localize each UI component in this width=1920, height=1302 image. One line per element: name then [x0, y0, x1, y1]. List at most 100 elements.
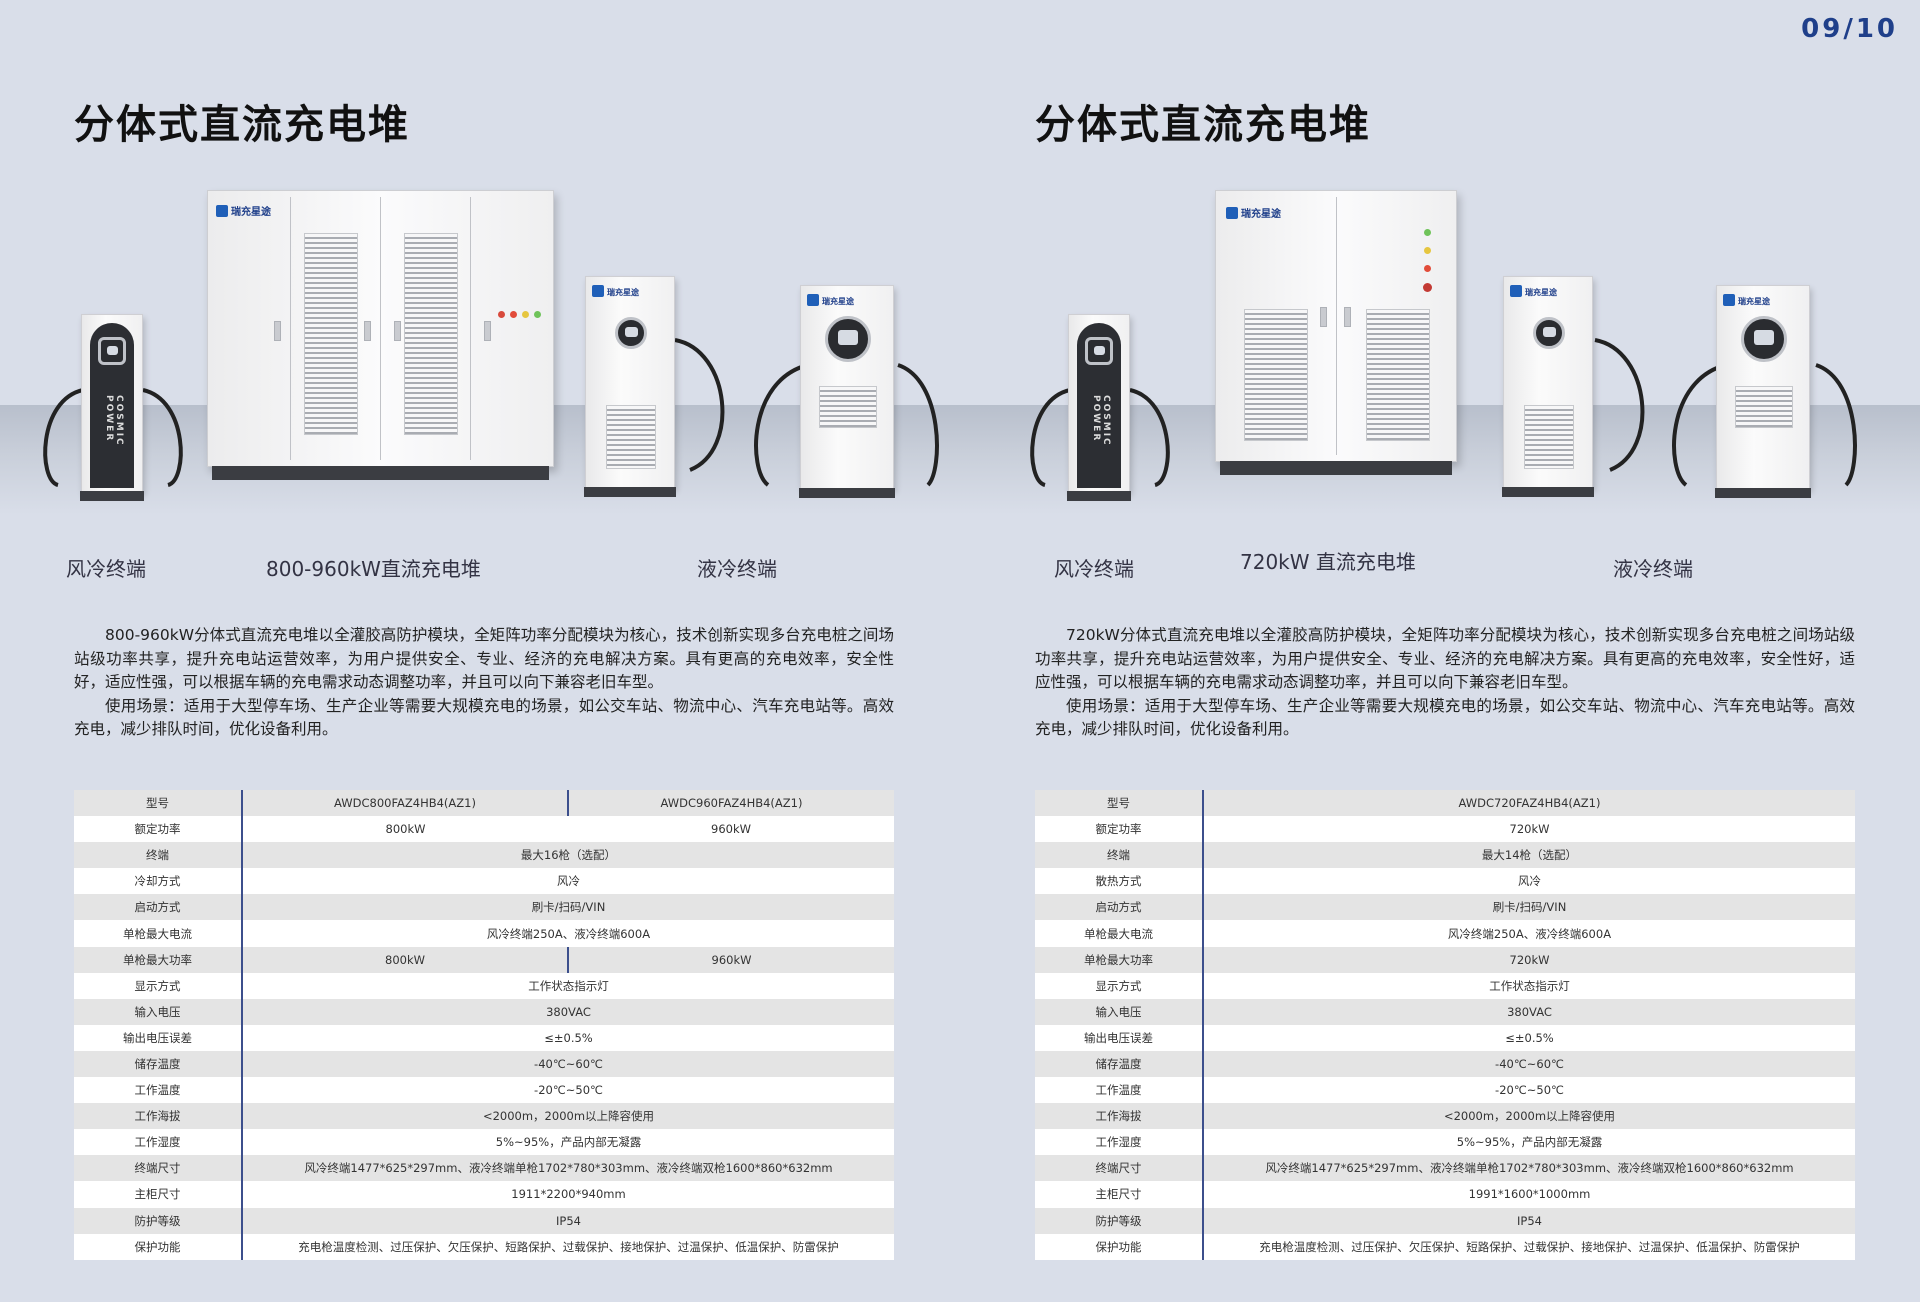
cell-value: 720kW	[1203, 946, 1855, 973]
charging-cable-icon	[754, 363, 939, 487]
row-label: 储存温度	[74, 1050, 243, 1078]
spec-table: 型号 AWDC800FAZ4HB4(AZ1) AWDC960FAZ4HB4(AZ…	[74, 790, 894, 1260]
row-label: 输入电压	[1035, 998, 1204, 1025]
table-row: 启动方式刷卡/扫码/VIN	[1035, 894, 1855, 921]
row-label: 启动方式	[1035, 894, 1204, 921]
liquid-cooled-terminal: 瑞充星途	[1715, 285, 1811, 498]
cell-value: ≤±0.5%	[1203, 1024, 1855, 1051]
cell-value: -40℃~60℃	[242, 1050, 894, 1078]
table-row: 工作湿度 5%~95%，产品内部无凝露	[74, 1129, 894, 1156]
indicator-light-icon	[1424, 265, 1431, 272]
table-row: 显示方式工作状态指示灯	[1035, 972, 1855, 999]
air-cooled-terminal: COSMIC POWER	[80, 314, 144, 501]
cell-value: 1991*1600*1000mm	[1203, 1181, 1855, 1208]
table-row: 单枪最大功率 800kW 960kW	[74, 946, 894, 973]
row-label: 主柜尺寸	[74, 1181, 243, 1208]
row-label: 保护功能	[74, 1233, 243, 1260]
cell-value: 工作状态指示灯	[1203, 972, 1855, 999]
charging-stack-cabinet: 瑞充星途	[207, 190, 554, 480]
row-label: 工作湿度	[74, 1129, 243, 1156]
table-row: 防护等级 IP54	[74, 1207, 894, 1234]
indicator-light-icon	[1424, 229, 1431, 236]
cell-value: 720kW	[1203, 816, 1855, 843]
cell-value: AWDC960FAZ4HB4(AZ1)	[568, 790, 894, 817]
cell-value: 风冷	[1203, 868, 1855, 895]
row-label: 单枪最大电流	[74, 920, 243, 947]
cell-value: 800kW	[242, 946, 569, 973]
table-row: 主柜尺寸 1911*2200*940mm	[74, 1181, 894, 1208]
table-row: 工作海拔<2000m，2000m以上降容使用	[1035, 1103, 1855, 1130]
row-label: 输出电压误差	[74, 1024, 243, 1051]
row-label: 单枪最大电流	[1035, 920, 1204, 947]
screen-icon	[615, 317, 647, 349]
charging-stack-cabinet: 瑞充星途	[1215, 190, 1457, 475]
cell-value: ≤±0.5%	[242, 1024, 894, 1051]
cell-value: 380VAC	[242, 998, 894, 1025]
row-label: 单枪最大功率	[74, 946, 243, 973]
usage-paragraph: 使用场景：适用于大型停车场、生产企业等需要大规模充电的场景，如公交车站、物流中心…	[1035, 696, 1855, 739]
vent-grille	[819, 386, 877, 428]
table-row: 工作温度-20℃~50℃	[1035, 1077, 1855, 1104]
table-row: 单枪最大电流 风冷终端250A、液冷终端600A	[74, 920, 894, 947]
cell-value: 风冷终端1477*625*297mm、液冷终端单枪1702*780*303mm、…	[1203, 1155, 1855, 1182]
brand-logo: 瑞充星途	[1510, 285, 1557, 298]
liquid-terminal-label: 液冷终端	[1613, 557, 1693, 581]
page-number: 09/10	[1801, 14, 1898, 44]
charging-cable-icon	[43, 388, 183, 487]
air-terminal-label: 风冷终端	[1054, 557, 1134, 581]
indicator-light-icon	[534, 311, 541, 318]
table-row: 显示方式 工作状态指示灯	[74, 972, 894, 999]
table-row: 储存温度-40℃~60℃	[1035, 1050, 1855, 1078]
table-row: 工作温度 -20℃~50℃	[74, 1077, 894, 1104]
cell-value: 风冷终端250A、液冷终端600A	[242, 920, 894, 947]
cell-value: <2000m，2000m以上降容使用	[242, 1103, 894, 1130]
row-label: 防护等级	[74, 1207, 243, 1234]
row-label: 终端尺寸	[74, 1155, 243, 1182]
row-label: 工作温度	[1035, 1077, 1204, 1104]
cell-value: 最大16枪（选配）	[242, 842, 894, 869]
row-label: 输入电压	[74, 998, 243, 1025]
indicator-light-icon	[1424, 247, 1431, 254]
page-title: 分体式直流充电堆	[74, 102, 410, 148]
cell-value: 充电枪温度检测、过压保护、欠压保护、短路保护、过载保护、接地保护、过温保护、低温…	[1203, 1233, 1855, 1260]
cell-value: 刷卡/扫码/VIN	[1203, 894, 1855, 921]
row-label: 工作海拔	[74, 1103, 243, 1130]
row-label: 显示方式	[74, 972, 243, 999]
vent-grille	[1366, 309, 1430, 441]
row-label: 型号	[1035, 790, 1204, 817]
cell-value: 刷卡/扫码/VIN	[242, 894, 894, 921]
table-row: 终端尺寸 风冷终端1477*625*297mm、液冷终端单枪1702*780*3…	[74, 1155, 894, 1182]
table-row: 启动方式 刷卡/扫码/VIN	[74, 894, 894, 921]
brand-logo: 瑞充星途	[1723, 294, 1770, 307]
description-paragraph: 720kW分体式直流充电堆以全灌胶高防护模块，全矩阵功率分配模块为核心，技术创新…	[1035, 626, 1855, 691]
product-description: 800-960kW分体式直流充电堆以全灌胶高防护模块，全矩阵功率分配模块为核心，…	[74, 624, 894, 742]
cell-value: 5%~95%，产品内部无凝露	[242, 1129, 894, 1156]
stack-label: 800-960kW直流充电堆	[266, 557, 481, 581]
cell-value: 风冷终端250A、液冷终端600A	[1203, 920, 1855, 947]
cell-value: AWDC800FAZ4HB4(AZ1)	[242, 790, 569, 817]
liquid-cooled-terminal: 瑞充星途	[799, 285, 895, 498]
table-row: 终端最大14枪（选配）	[1035, 842, 1855, 869]
row-label: 工作温度	[74, 1077, 243, 1104]
row-label: 散热方式	[1035, 868, 1204, 895]
vent-grille	[1735, 386, 1793, 428]
right-panel: 分体式直流充电堆 COSMIC POWER 瑞充星途 瑞充星途	[960, 0, 1920, 1302]
table-row: 终端尺寸风冷终端1477*625*297mm、液冷终端单枪1702*780*30…	[1035, 1155, 1855, 1182]
vent-grille	[1244, 309, 1308, 441]
cell-value: <2000m，2000m以上降容使用	[1203, 1103, 1855, 1130]
row-label: 保护功能	[1035, 1233, 1204, 1260]
row-label: 额定功率	[1035, 816, 1204, 843]
liquid-cooled-terminal: 瑞充星途	[584, 276, 676, 497]
indicator-light-icon	[1423, 283, 1432, 292]
brand-logo: 瑞充星途	[1226, 205, 1281, 220]
page-title: 分体式直流充电堆	[1035, 102, 1371, 148]
cell-value: 风冷	[242, 868, 894, 895]
table-row: 输出电压误差≤±0.5%	[1035, 1024, 1855, 1051]
row-label: 输出电压误差	[1035, 1024, 1204, 1051]
table-row: 型号 AWDC800FAZ4HB4(AZ1) AWDC960FAZ4HB4(AZ…	[74, 790, 894, 817]
product-description: 720kW分体式直流充电堆以全灌胶高防护模块，全矩阵功率分配模块为核心，技术创新…	[1035, 624, 1855, 742]
